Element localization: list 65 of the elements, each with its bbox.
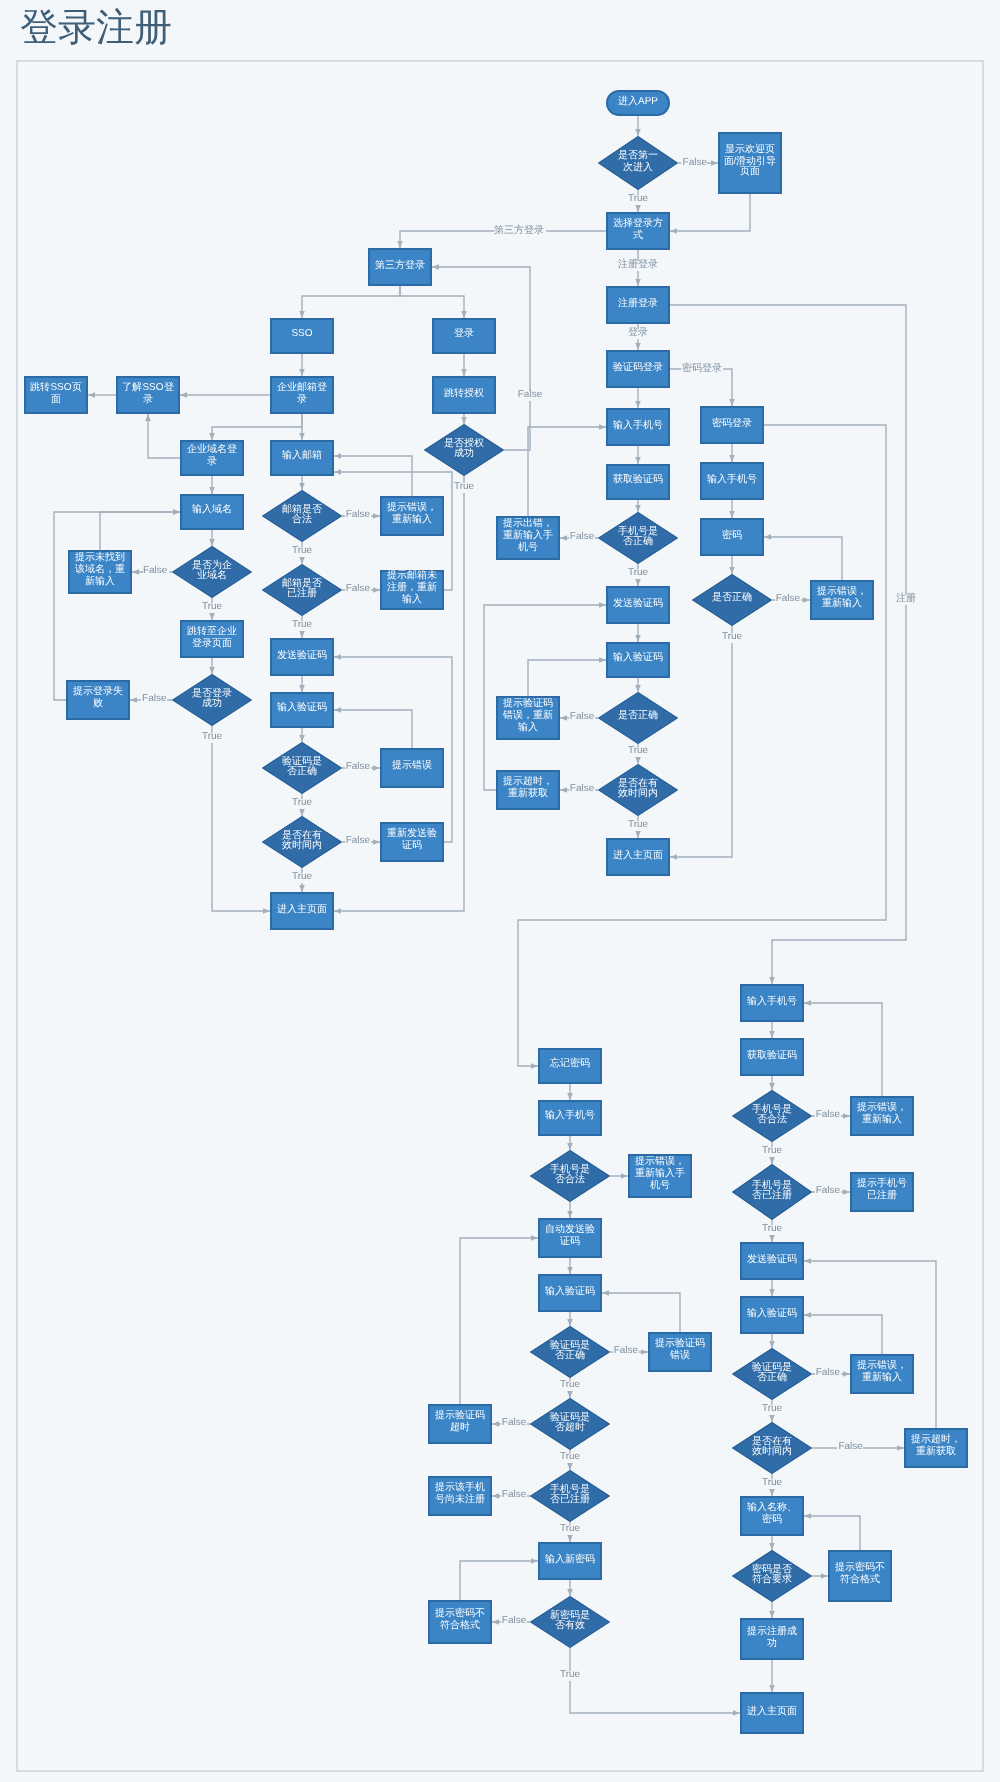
arrow xyxy=(211,725,271,914)
arrow xyxy=(729,443,735,463)
arrow xyxy=(567,1201,573,1219)
arrow xyxy=(769,1279,775,1297)
arrow xyxy=(811,1573,829,1579)
arrow xyxy=(769,1021,775,1039)
arrow xyxy=(461,413,467,425)
arrow xyxy=(669,193,751,234)
arrow xyxy=(635,623,641,643)
arrow xyxy=(635,323,641,351)
arrow xyxy=(803,1312,883,1355)
arrow xyxy=(145,413,181,459)
arrow xyxy=(609,1173,629,1179)
arrow xyxy=(333,453,413,497)
arrow xyxy=(483,602,607,791)
arrow xyxy=(527,424,607,517)
arrow xyxy=(527,657,607,697)
arrow xyxy=(769,1659,775,1693)
arrow xyxy=(635,445,641,465)
arrow xyxy=(53,509,181,701)
arrow xyxy=(635,115,641,137)
arrow xyxy=(567,1579,573,1597)
arrow xyxy=(769,1601,775,1619)
arrow xyxy=(567,1257,573,1275)
arrow xyxy=(333,707,413,749)
arrow xyxy=(459,1558,539,1601)
arrow xyxy=(333,469,453,591)
arrow xyxy=(569,1647,741,1716)
arrow xyxy=(299,675,305,693)
arrow xyxy=(803,1000,883,1097)
arrow xyxy=(87,392,117,398)
arrow xyxy=(431,264,531,451)
arrow xyxy=(803,1258,937,1429)
arrow xyxy=(399,285,467,319)
arrow xyxy=(803,1513,861,1551)
arrow xyxy=(209,657,215,675)
arrow xyxy=(763,534,843,581)
arrow xyxy=(729,555,735,575)
arrow xyxy=(567,1311,573,1327)
arrow xyxy=(729,499,735,519)
arrow xyxy=(333,654,453,843)
arrow xyxy=(299,475,305,491)
arrow xyxy=(635,387,641,409)
arrow xyxy=(333,475,465,914)
arrow xyxy=(209,529,215,547)
arrow xyxy=(769,1333,775,1349)
arrow xyxy=(299,413,305,441)
arrow xyxy=(459,1235,539,1405)
arrow xyxy=(299,353,305,377)
arrow xyxy=(461,353,467,377)
diagram-title: 登录注册 xyxy=(20,6,172,52)
arrow xyxy=(635,499,641,513)
arrow xyxy=(567,1135,573,1151)
arrow xyxy=(635,249,641,287)
arrow xyxy=(635,677,641,693)
arrow xyxy=(567,1083,573,1101)
arrow xyxy=(179,392,271,398)
arrow xyxy=(769,1535,775,1551)
arrow xyxy=(517,424,887,1069)
arrow xyxy=(299,727,305,743)
arrow xyxy=(769,1075,775,1091)
arrow xyxy=(669,304,907,985)
arrow xyxy=(669,625,733,860)
arrow xyxy=(209,475,215,495)
arrow xyxy=(601,1290,681,1333)
